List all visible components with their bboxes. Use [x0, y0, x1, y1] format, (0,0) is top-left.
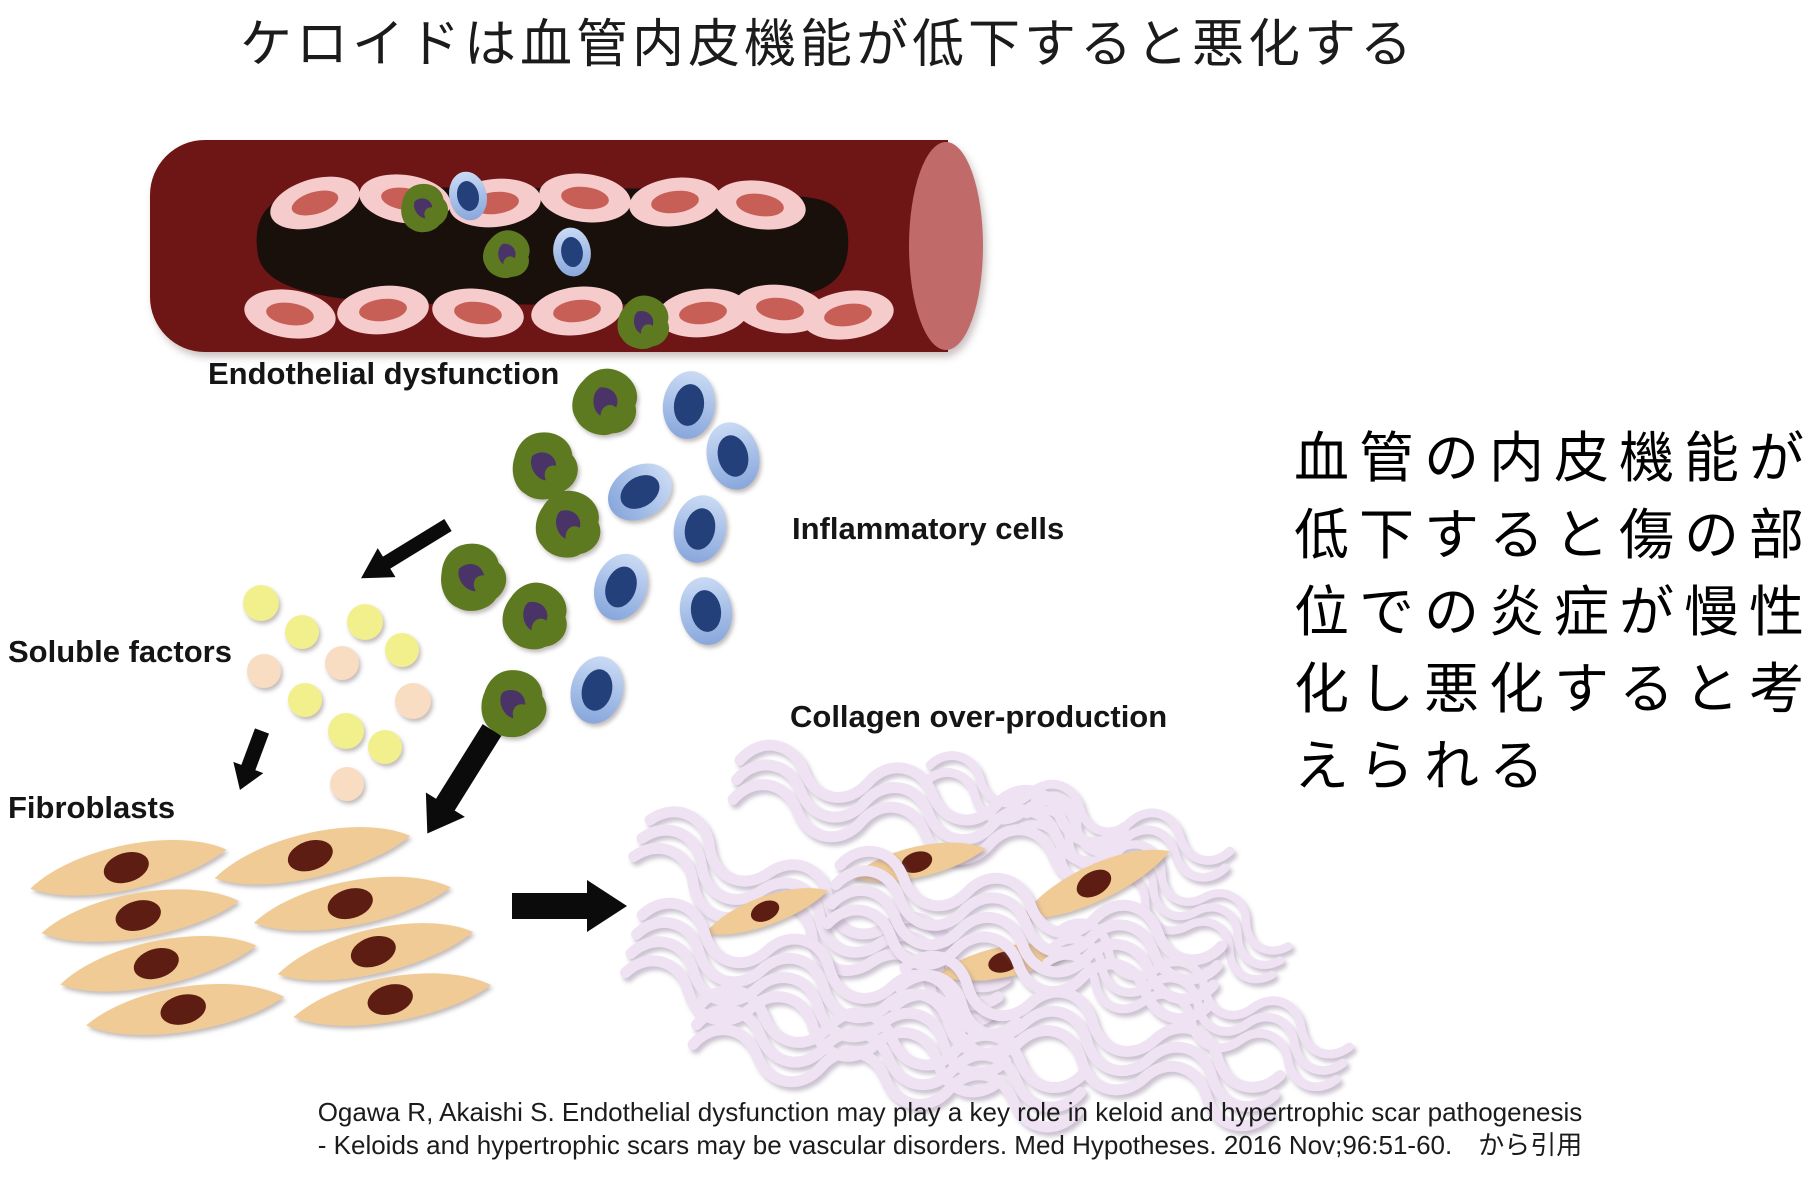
factor-dot-yellow	[368, 730, 402, 764]
factor-dot-yellow	[285, 615, 319, 649]
monocyte-cell	[430, 534, 515, 620]
fibroblast-cluster	[26, 818, 494, 1040]
factor-dot-peach	[325, 646, 359, 680]
vessel-end-cap	[909, 142, 983, 350]
factor-dot-yellow	[328, 713, 364, 749]
monocyte-cell	[497, 577, 574, 655]
arrow-fibroblasts-to-collagen	[512, 880, 627, 932]
side-note-line: えられる	[1294, 735, 1555, 797]
label-soluble-factors: Soluble factors	[8, 634, 232, 669]
factor-dot-yellow	[288, 683, 322, 717]
factor-dot-peach	[395, 683, 431, 719]
arrow-to-soluble-factors	[361, 519, 452, 579]
lymphocyte-cell	[675, 573, 737, 649]
side-note: 血管の内皮機能が 低下すると傷の部 位での炎症が慢性 化し悪化すると考 えられる	[1294, 420, 1814, 805]
side-note-line: 低下すると傷の部	[1294, 504, 1815, 566]
citation-line: Ogawa R, Akaishi S. Endothelial dysfunct…	[317, 1097, 1583, 1127]
factor-dot-peach	[330, 767, 364, 801]
slide-title: ケロイドは血管内皮機能が低下すると悪化する	[239, 16, 1416, 74]
lymphocyte-cell	[563, 650, 631, 730]
factor-dot-yellow	[243, 585, 279, 621]
label-endothelial-dysfunction: Endothelial dysfunction	[208, 356, 560, 391]
arrow-inflammatory-to-fibroblasts	[425, 724, 502, 834]
lymphocyte-cell	[667, 490, 733, 568]
side-note-line: 血管の内皮機能が	[1294, 427, 1815, 489]
soluble-factor-dots	[243, 585, 431, 801]
factor-dot-peach	[247, 654, 281, 688]
label-fibroblasts: Fibroblasts	[8, 790, 176, 825]
side-note-line: 化し悪化すると考	[1294, 658, 1815, 720]
side-note-line: 位での炎症が慢性	[1294, 581, 1815, 643]
citation: Ogawa R, Akaishi S. Endothelial dysfunct…	[84, 1096, 1816, 1162]
citation-line: - Keloids and hypertrophic scars may be …	[317, 1130, 1583, 1160]
factor-dot-yellow	[385, 633, 419, 667]
lymphocyte-cell	[699, 416, 767, 496]
lymphocyte-cell	[658, 367, 720, 443]
blood-vessel	[150, 140, 983, 353]
lymphocyte-cell	[597, 451, 683, 533]
label-collagen-over-production: Collagen over-production	[790, 699, 1168, 734]
arrow-soluble-to-fibroblasts	[233, 728, 270, 791]
inflammatory-cell-stream	[430, 361, 767, 741]
lymphocyte-cell	[584, 546, 658, 628]
monocyte-cell	[565, 361, 646, 443]
factor-dot-yellow	[347, 604, 383, 640]
label-inflammatory-cells: Inflammatory cells	[792, 511, 1065, 546]
